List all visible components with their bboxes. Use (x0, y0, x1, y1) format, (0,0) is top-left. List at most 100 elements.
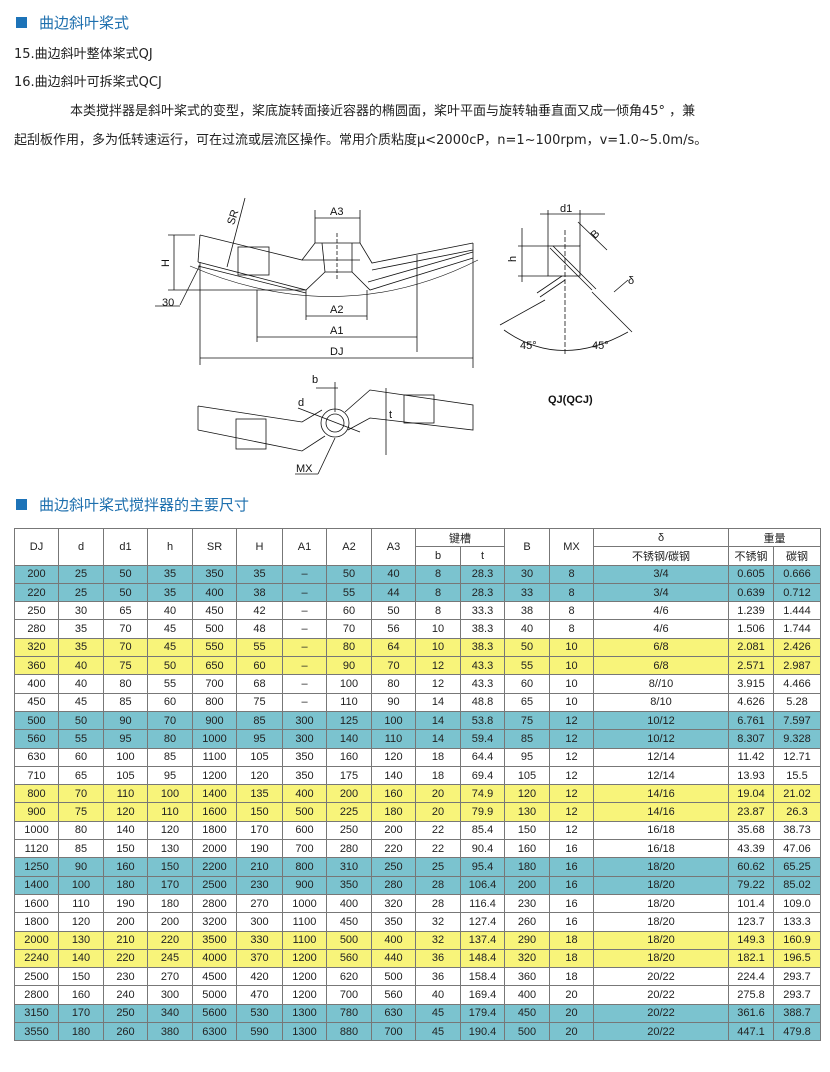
section-title-text: 曲边斜叶桨式 (39, 14, 130, 32)
table-cell: 38 (504, 601, 550, 621)
table-cell: 200 (14, 564, 59, 584)
table-cell: 350 (371, 912, 416, 932)
table-cell: 80 (103, 674, 148, 694)
col-delta-material: 不锈钢/碳钢 (593, 546, 729, 566)
table-cell: 95 (147, 765, 193, 786)
table-cell: 447.1 (728, 1022, 774, 1042)
table-cell: 43.3 (460, 674, 505, 694)
table-cell: 293.7 (773, 967, 821, 987)
table-cell: 500 (504, 1022, 550, 1042)
table-cell: 14 (415, 729, 461, 749)
table-cell: 26.3 (773, 802, 821, 822)
table-cell: 500 (326, 930, 372, 950)
table-cell: 79.22 (728, 875, 774, 895)
label-SR: SR (225, 208, 241, 226)
table-cell: 12 (549, 820, 594, 841)
table-cell: 120 (504, 784, 550, 804)
table-cell: 500 (282, 802, 327, 822)
table-cell: 230 (504, 893, 550, 914)
table-cell: 120 (58, 912, 104, 932)
table-cell: 90.4 (460, 839, 505, 859)
table-cell: 560 (14, 729, 59, 749)
col-d: d (58, 528, 104, 566)
table-cell: 10 (549, 674, 594, 694)
table-cell: 620 (326, 967, 372, 987)
table-cell: 80 (147, 729, 193, 749)
table-cell: 280 (326, 839, 372, 859)
table-cell: 85 (58, 839, 104, 859)
col-h: h (147, 528, 193, 566)
table-cell: 55 (326, 582, 372, 603)
col-A3: A3 (371, 528, 416, 566)
table-cell: 60 (326, 601, 372, 621)
col-A1: A1 (282, 528, 327, 566)
table-cell: 60 (236, 656, 283, 676)
table-cell: 12 (549, 802, 594, 822)
table-cell: 18/20 (593, 912, 729, 932)
table-cell: – (282, 637, 327, 658)
label-A1: A1 (330, 325, 343, 337)
table-cell: 1100 (282, 930, 327, 950)
table-cell: 127.4 (460, 912, 505, 932)
table-cell: 270 (147, 967, 193, 987)
table-cell: 43.39 (728, 839, 774, 859)
table-cell: 210 (103, 930, 148, 950)
table-cell: 70 (326, 619, 372, 639)
table-cell: 85 (147, 747, 193, 767)
table-cell: 8//10 (593, 674, 729, 694)
table-cell: 388.7 (773, 1003, 821, 1024)
table-cell: 70 (58, 784, 104, 804)
table-cell: 320 (371, 893, 416, 914)
table-cell: 40 (147, 601, 193, 621)
table-cell: 5600 (192, 1003, 237, 1024)
table-cell: – (282, 656, 327, 676)
drawing-caption: QJ(QCJ) (548, 394, 593, 406)
table-cell: 20 (415, 802, 461, 822)
label-A2: A2 (330, 304, 343, 316)
table-cell: 45 (415, 1022, 461, 1042)
table-cell: 900 (192, 710, 237, 731)
table-cell: 10 (549, 637, 594, 658)
table-cell: 148.4 (460, 948, 505, 969)
table-cell: 74.9 (460, 784, 505, 804)
table-cell: 300 (282, 710, 327, 731)
item-qj: 15.曲边斜叶整体桨式QJ (14, 47, 153, 62)
table-cell: 160.9 (773, 930, 821, 950)
table-cell: 225 (326, 802, 372, 822)
table-cell: 300 (236, 912, 283, 932)
table-cell: – (282, 674, 327, 694)
table-cell: 2240 (14, 948, 59, 969)
table-cell: 12 (549, 747, 594, 767)
table-cell: 18 (549, 930, 594, 950)
table-cell: 45 (415, 1003, 461, 1024)
table-cell: 180 (371, 802, 416, 822)
col-A2: A2 (326, 528, 372, 566)
table-cell: 120 (236, 765, 283, 786)
table-cell: 48.8 (460, 692, 505, 712)
table-cell: 1200 (282, 985, 327, 1005)
table-cell: 14 (415, 710, 461, 731)
table-cell: 650 (192, 656, 237, 676)
table-cell: 6/8 (593, 637, 729, 658)
table-cell: 10 (549, 656, 594, 676)
table-cell: 59.4 (460, 729, 505, 749)
table-cell: 48 (236, 619, 283, 639)
table-cell: 45 (147, 619, 193, 639)
col-B: B (504, 528, 550, 566)
table-cell: 90 (58, 857, 104, 877)
table-cell: 1100 (192, 747, 237, 767)
table-cell: 110 (103, 784, 148, 804)
table-cell: 33.3 (460, 601, 505, 621)
label-DJ: DJ (330, 346, 343, 358)
table-cell: 133.3 (773, 912, 821, 932)
table-cell: 55 (504, 656, 550, 676)
table-cell: 500 (371, 967, 416, 987)
col-H: H (236, 528, 283, 566)
table-cell: 700 (371, 1022, 416, 1042)
table-cell: 700 (192, 674, 237, 694)
